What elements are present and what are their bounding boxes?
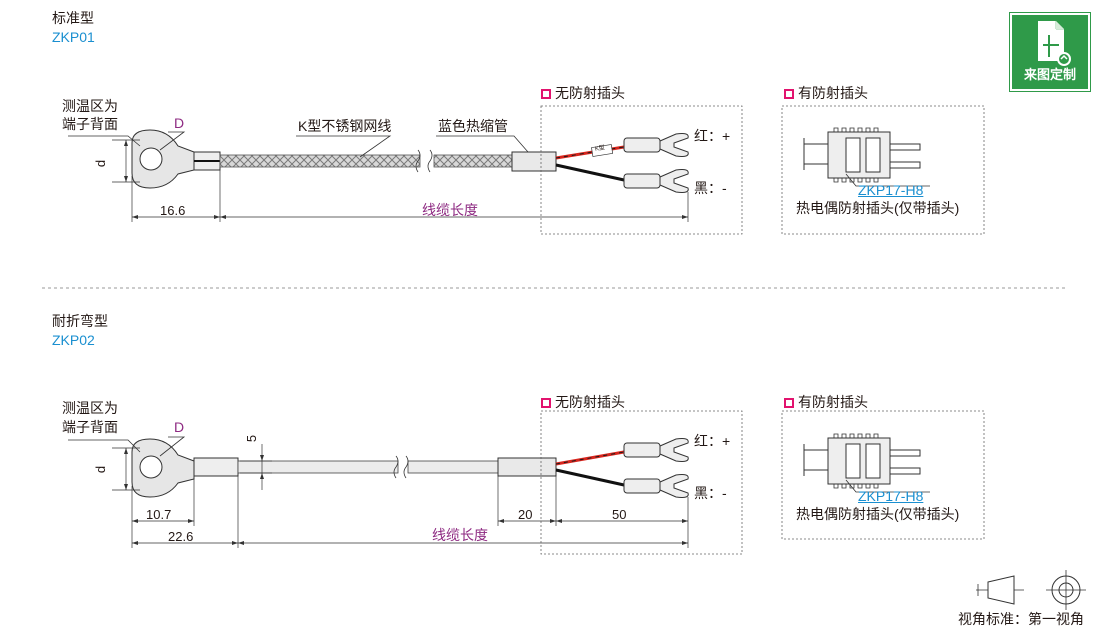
dim-22-6: 22.6 bbox=[168, 529, 194, 544]
sleeve-label: 蓝色热缩管 bbox=[438, 118, 508, 134]
cable-b bbox=[407, 460, 499, 474]
section2-plug-desc: 热电偶防射插头(仅带插头) bbox=[796, 506, 960, 522]
document-icon bbox=[1038, 21, 1071, 66]
first-angle-view-symbol bbox=[976, 570, 1086, 610]
pink-square-icon bbox=[541, 398, 551, 408]
section1-temp-zone-line2: 端子背面 bbox=[62, 116, 118, 132]
black-lead-2 bbox=[555, 468, 625, 487]
black-lead bbox=[555, 163, 625, 182]
k-tag bbox=[591, 144, 614, 157]
section2-drawing bbox=[68, 410, 985, 555]
custom-drawing-badge[interactable]: 来图定制 bbox=[1009, 12, 1091, 92]
dim-10-7: 10.7 bbox=[146, 507, 172, 522]
section2-cable-length: 线缆长度 bbox=[432, 527, 488, 543]
shield-plug-box bbox=[781, 105, 985, 235]
d-leader-2 bbox=[159, 436, 186, 457]
shield-plug-drawing bbox=[803, 127, 930, 187]
end-sleeve-2 bbox=[497, 457, 557, 477]
sleeve-label-leader bbox=[436, 135, 529, 153]
dim-5 bbox=[240, 444, 272, 490]
dim-20: 20 bbox=[518, 507, 533, 522]
braided-wire-b bbox=[433, 154, 515, 168]
cable-a bbox=[237, 460, 399, 474]
heat-shrink-tube bbox=[511, 151, 557, 172]
no-shield-box-2 bbox=[540, 410, 743, 555]
section2-shield-title-text: 有防射插头 bbox=[798, 394, 868, 410]
section2-dimensions bbox=[131, 476, 689, 548]
braided-wire-a bbox=[219, 154, 421, 168]
section2-plug-code-link[interactable]: ZKP17-H8 bbox=[858, 488, 924, 504]
section2-dim-d: d bbox=[93, 465, 109, 474]
crimp-sleeve-2 bbox=[193, 457, 239, 477]
temp-zone-leader-2 bbox=[68, 439, 141, 453]
ring-terminal bbox=[131, 129, 195, 189]
dim-5: 5 bbox=[244, 434, 260, 443]
section1-no-shield-title: 无防射插头 bbox=[541, 86, 625, 100]
fork-terminal-black-2 bbox=[623, 474, 689, 498]
section2-black-lead: 黑：- bbox=[694, 485, 727, 501]
section2-temp-zone-line1: 测温区为 bbox=[62, 400, 118, 416]
pink-square-icon bbox=[784, 89, 794, 99]
section1-plug-desc: 热电偶防射插头(仅带插头) bbox=[796, 200, 960, 216]
pink-square-icon bbox=[541, 89, 551, 99]
section2-d-label: D bbox=[174, 419, 185, 435]
d-leader bbox=[159, 131, 186, 151]
shield-plug-box-2 bbox=[781, 410, 985, 540]
d-dimension-2 bbox=[112, 447, 140, 491]
custom-badge-label: 来图定制 bbox=[1023, 67, 1076, 82]
view-standard-label: 视角标准：第一视角 bbox=[958, 611, 1084, 627]
section1-shield-title-text: 有防射插头 bbox=[798, 85, 868, 101]
dim-16-6: 16.6 bbox=[160, 203, 186, 218]
section2-no-shield-title: 无防射插头 bbox=[541, 395, 625, 409]
section2-no-shield-title-text: 无防射插头 bbox=[555, 394, 625, 410]
section1-code: ZKP01 bbox=[52, 29, 95, 45]
section2-code: ZKP02 bbox=[52, 332, 95, 348]
pink-square-icon bbox=[784, 398, 794, 408]
section2-shield-title: 有防射插头 bbox=[784, 395, 868, 409]
section2-red-lead: 红：+ bbox=[694, 433, 731, 449]
section1-dimensions bbox=[131, 170, 689, 222]
dim-50: 50 bbox=[612, 507, 627, 522]
ring-terminal-2 bbox=[131, 438, 195, 498]
no-shield-box bbox=[540, 105, 743, 235]
section2-title: 耐折弯型 bbox=[52, 313, 108, 329]
section1-cable-length: 线缆长度 bbox=[422, 202, 478, 218]
section1-drawing bbox=[68, 105, 985, 235]
section1-no-shield-title-text: 无防射插头 bbox=[555, 85, 625, 101]
wire-label: K型不锈钢网线 bbox=[298, 118, 392, 134]
section1-temp-zone-line1: 测温区为 bbox=[62, 98, 118, 114]
temp-zone-leader bbox=[68, 135, 141, 147]
d-dimension bbox=[112, 139, 140, 183]
fork-terminal-red bbox=[623, 133, 689, 157]
section1-red-lead: 红：+ bbox=[694, 128, 731, 144]
shield-plug-drawing-2 bbox=[803, 433, 930, 493]
section1-title: 标准型 bbox=[52, 10, 94, 26]
fork-terminal-black bbox=[623, 169, 689, 193]
wire-label-leader bbox=[296, 135, 392, 158]
section1-dim-d: d bbox=[93, 159, 109, 168]
fork-terminal-red-2 bbox=[623, 438, 689, 462]
section2-temp-zone-line2: 端子背面 bbox=[62, 419, 118, 435]
section1-black-lead: 黑：- bbox=[694, 180, 727, 196]
section1-plug-code-link[interactable]: ZKP17-H8 bbox=[858, 182, 924, 198]
section1-shield-title: 有防射插头 bbox=[784, 86, 868, 100]
section1-d-label: D bbox=[174, 115, 185, 131]
